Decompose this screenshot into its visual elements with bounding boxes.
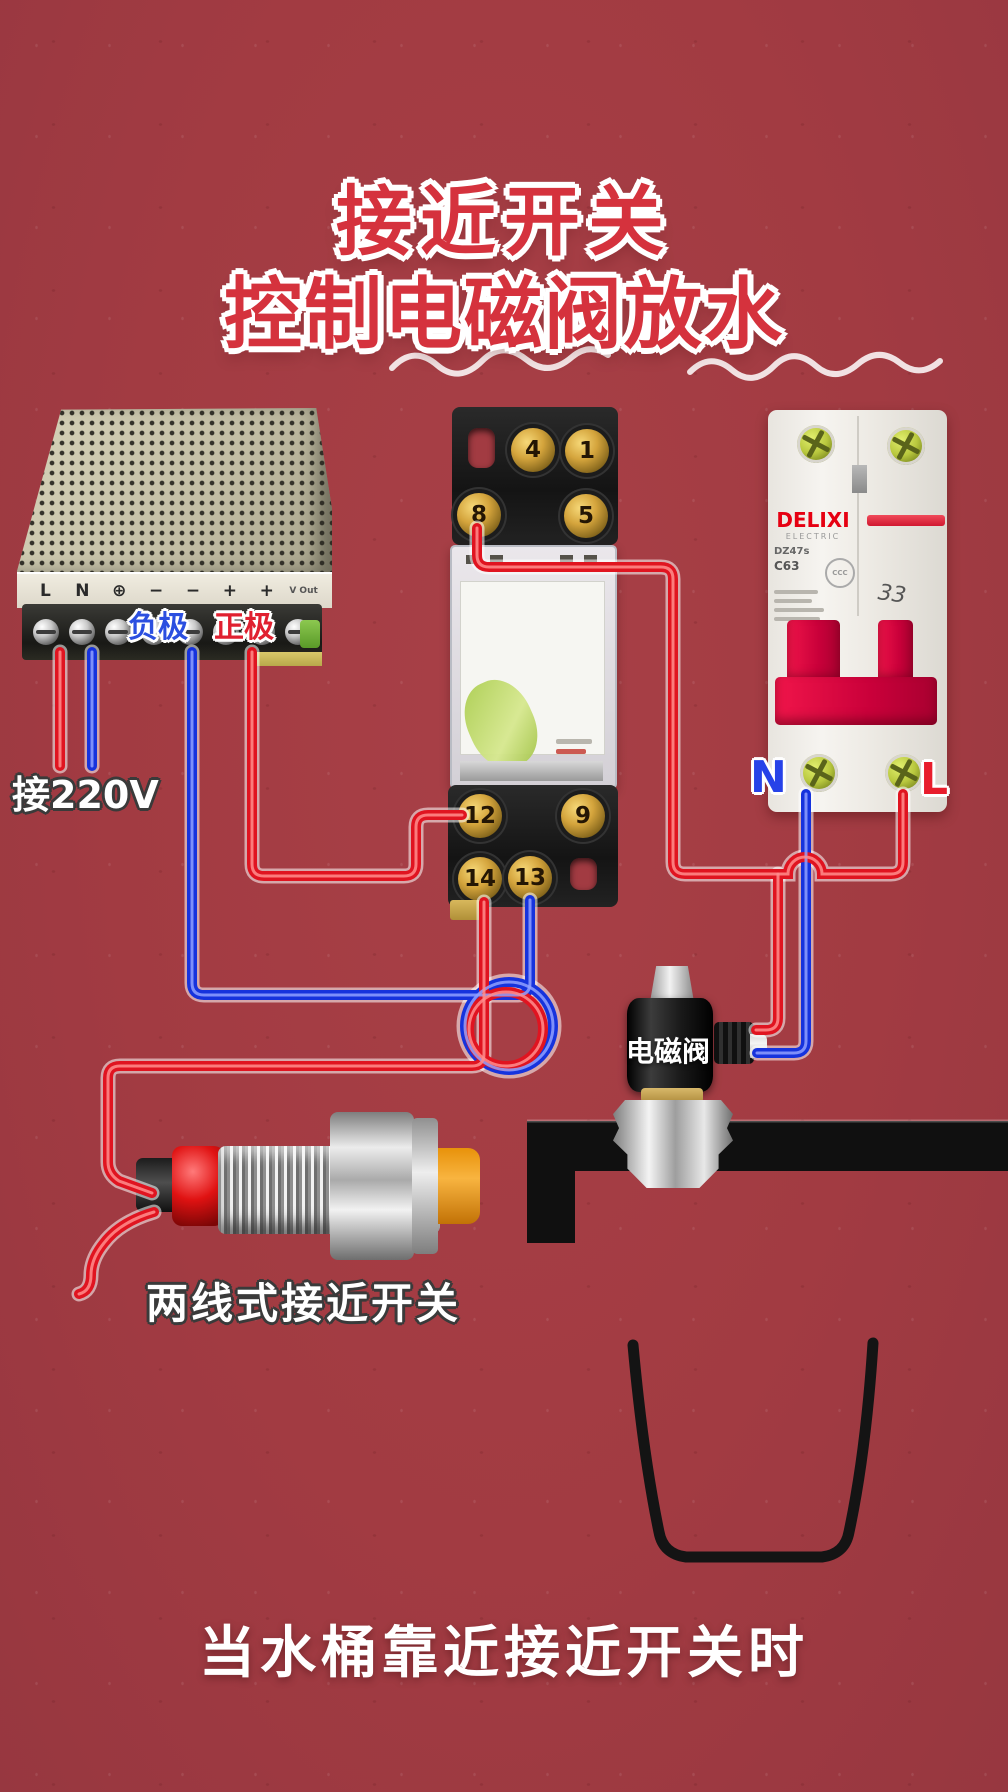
breaker-screw-icon xyxy=(885,754,923,792)
valve-top-nut xyxy=(650,966,694,1002)
mains-input-label: 接220V xyxy=(12,773,159,817)
screw-terminal-icon xyxy=(69,619,95,645)
psu-terminal-label: ⊕ xyxy=(112,581,127,601)
breaker-sub-brand: ELECTRIC xyxy=(785,532,841,541)
relay-terminal-12: 12 xyxy=(458,794,502,838)
wire-loop-red xyxy=(464,987,548,1071)
breaker-brand: DELIXI xyxy=(776,508,850,532)
valve-cable-connector xyxy=(714,1022,754,1064)
screw-terminal-icon xyxy=(213,619,239,645)
relay-contact xyxy=(490,555,503,564)
wire-branch-to-valve xyxy=(756,874,778,1030)
switch-indicator-lens xyxy=(172,1146,224,1226)
breaker-screw-icon xyxy=(800,754,838,792)
bucket-outline xyxy=(627,1337,879,1563)
relay-terminal-13: 13 xyxy=(508,856,552,900)
relay-contact xyxy=(560,555,573,564)
psu-capacitor xyxy=(300,620,320,648)
screw-terminal-icon xyxy=(249,619,275,645)
breaker-spec-line xyxy=(774,599,812,603)
psu-terminal-label: N xyxy=(75,581,90,601)
neutral-terminal-label: N xyxy=(750,752,787,803)
breaker-toggle-handle[interactable] xyxy=(787,620,840,682)
circuit-breaker: DELIXI ELECTRIC DZ47s C63 CCC 33 xyxy=(768,410,947,812)
psu-vout-label: V Out xyxy=(289,585,318,596)
psu-terminal-label: + xyxy=(259,581,274,601)
switch-sensing-face xyxy=(438,1148,480,1224)
breaker-spec-line xyxy=(774,608,824,612)
socket-din-clip xyxy=(450,900,484,920)
breaker-model: DZ47s xyxy=(774,546,810,557)
ccc-certification-icon: CCC xyxy=(825,558,855,588)
relay-base-metal xyxy=(460,761,603,781)
proximity-switch-label: 两线式接近开关 xyxy=(146,1279,462,1328)
live-terminal-label: L xyxy=(920,754,949,805)
title-line-2: 控制电磁阀放水 xyxy=(223,270,784,360)
valve-coil xyxy=(627,998,713,1092)
relay-socket-bottom: 12 9 14 13 xyxy=(448,785,618,907)
breaker-rating: C63 xyxy=(774,559,800,573)
relay-socket-top: 4 1 8 5 xyxy=(452,407,618,545)
relay-terminal-5: 5 xyxy=(564,494,608,538)
socket-mounting-hole xyxy=(570,858,597,890)
breaker-handwritten-mark: 33 xyxy=(876,580,908,609)
breaker-screw-icon xyxy=(887,427,925,465)
psu-terminal-label: + xyxy=(222,581,237,601)
psu-terminal-label: − xyxy=(185,581,201,601)
wire-loop-blue xyxy=(460,977,558,1075)
negative-pole-label: 负极 xyxy=(128,610,188,645)
socket-mounting-hole xyxy=(468,428,495,468)
wire-psu-positive-to-relay12 xyxy=(252,652,462,876)
relay-terminal-1: 1 xyxy=(565,429,609,473)
relay-clear-body xyxy=(450,545,617,789)
title-line-1: 接近开关 xyxy=(336,177,672,266)
power-supply-terminal-labels: L N ⊕ − − + + V Out xyxy=(17,572,332,608)
psu-pcb-edge xyxy=(250,652,322,666)
breaker-toggle-handle[interactable] xyxy=(878,620,913,682)
breaker-red-stripe xyxy=(867,515,945,526)
breaker-clip xyxy=(852,465,867,493)
bottom-caption: 当水桶靠近接近开关时 xyxy=(199,1621,809,1686)
water-pipe xyxy=(527,1121,1008,1243)
psu-terminal-label: − xyxy=(148,581,164,601)
solenoid-valve-label: 电磁阀 xyxy=(626,1035,711,1068)
positive-pole-label: 正极 xyxy=(214,610,274,645)
relay-terminal-4: 4 xyxy=(511,428,555,472)
valve-brass-collar xyxy=(641,1088,703,1103)
screw-terminal-icon xyxy=(33,619,59,645)
wire-breaker-n-to-valve xyxy=(757,794,806,1053)
breaker-toggle-crossbar[interactable] xyxy=(775,677,937,725)
psu-terminal-label: L xyxy=(40,581,51,601)
power-supply-perforated-case xyxy=(17,408,332,576)
relay-terminal-14: 14 xyxy=(458,857,502,901)
screw-terminal-icon xyxy=(177,619,203,645)
relay-contact xyxy=(584,555,597,564)
valve-chrome-body xyxy=(613,1100,733,1188)
screw-terminal-icon xyxy=(105,619,131,645)
wire-switch-second-lead xyxy=(79,1212,154,1294)
screw-terminal-icon xyxy=(141,619,167,645)
switch-washer xyxy=(412,1118,438,1254)
relay-terminal-8: 8 xyxy=(457,493,501,537)
switch-hex-nut xyxy=(330,1112,414,1260)
breaker-pole-divider xyxy=(857,416,859,616)
breaker-screw-icon xyxy=(797,425,835,463)
breaker-spec-line xyxy=(774,590,818,594)
relay-label-text xyxy=(556,739,592,744)
valve-connector-tip xyxy=(750,1034,767,1058)
relay-label-text xyxy=(556,749,586,754)
relay-terminal-9: 9 xyxy=(561,794,605,838)
relay-contact xyxy=(466,555,479,564)
